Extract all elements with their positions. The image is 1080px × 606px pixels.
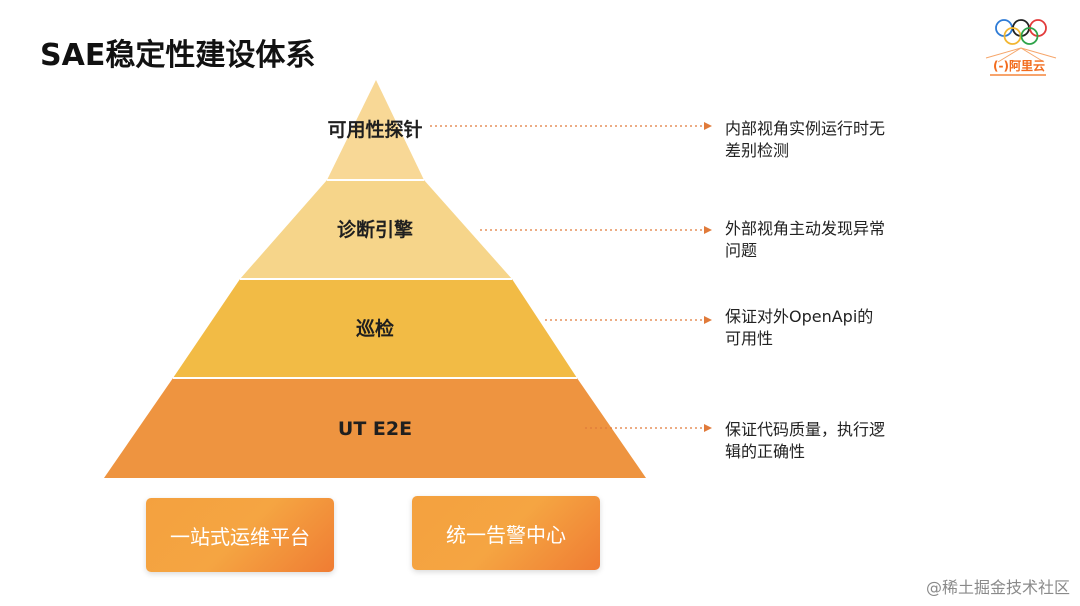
description-probe: 内部视角实例运行时无 差别检测: [725, 118, 925, 162]
connector-arrow-ut-e2e: [704, 424, 712, 432]
brand-logo-underline: [990, 74, 1046, 76]
pyramid-tier-diagnosis: [240, 180, 512, 279]
brand-logo-text: (-)阿里云: [993, 59, 1045, 73]
tier-label-diagnosis: 诊断引擎: [337, 218, 413, 241]
description-diagnosis-line1: 外部视角主动发现异常: [725, 219, 886, 238]
description-inspection-line2: 可用性: [725, 329, 774, 348]
pyramid-tier-inspection: [173, 279, 577, 378]
description-diagnosis-line2: 问题: [725, 241, 758, 260]
description-ut-e2e: 保证代码质量，执行逻 辑的正确性: [725, 419, 925, 463]
page-title: SAE稳定性建设体系: [40, 38, 316, 73]
description-inspection: 保证对外OpenApi的 可用性: [725, 306, 925, 350]
description-diagnosis: 外部视角主动发现异常 问题: [725, 218, 925, 262]
description-ut-e2e-line1: 保证代码质量，执行逻: [725, 420, 886, 439]
connector-arrow-diagnosis: [704, 226, 712, 234]
watermark: @稀土掘金技术社区: [925, 578, 1070, 597]
olympic-rings-logo: [985, 19, 1057, 63]
tier-label-inspection: 巡检: [356, 317, 394, 340]
description-inspection-line1: 保证对外OpenApi的: [725, 307, 874, 326]
pyramid-tier-ut-e2e: [104, 378, 646, 478]
alert-center-box: 统一告警中心: [412, 496, 600, 570]
description-ut-e2e-line2: 辑的正确性: [725, 442, 806, 461]
description-probe-line2: 差别检测: [725, 141, 790, 160]
connector-arrow-probe: [704, 122, 712, 130]
pyramid-tier-probe: [327, 80, 424, 180]
connector-arrow-inspection: [704, 316, 712, 324]
tier-label-probe: 可用性探针: [327, 118, 422, 141]
tier-label-ut-e2e: UT E2E: [338, 418, 412, 440]
description-probe-line1: 内部视角实例运行时无: [725, 119, 886, 138]
ops-platform-box: 一站式运维平台: [146, 498, 334, 572]
